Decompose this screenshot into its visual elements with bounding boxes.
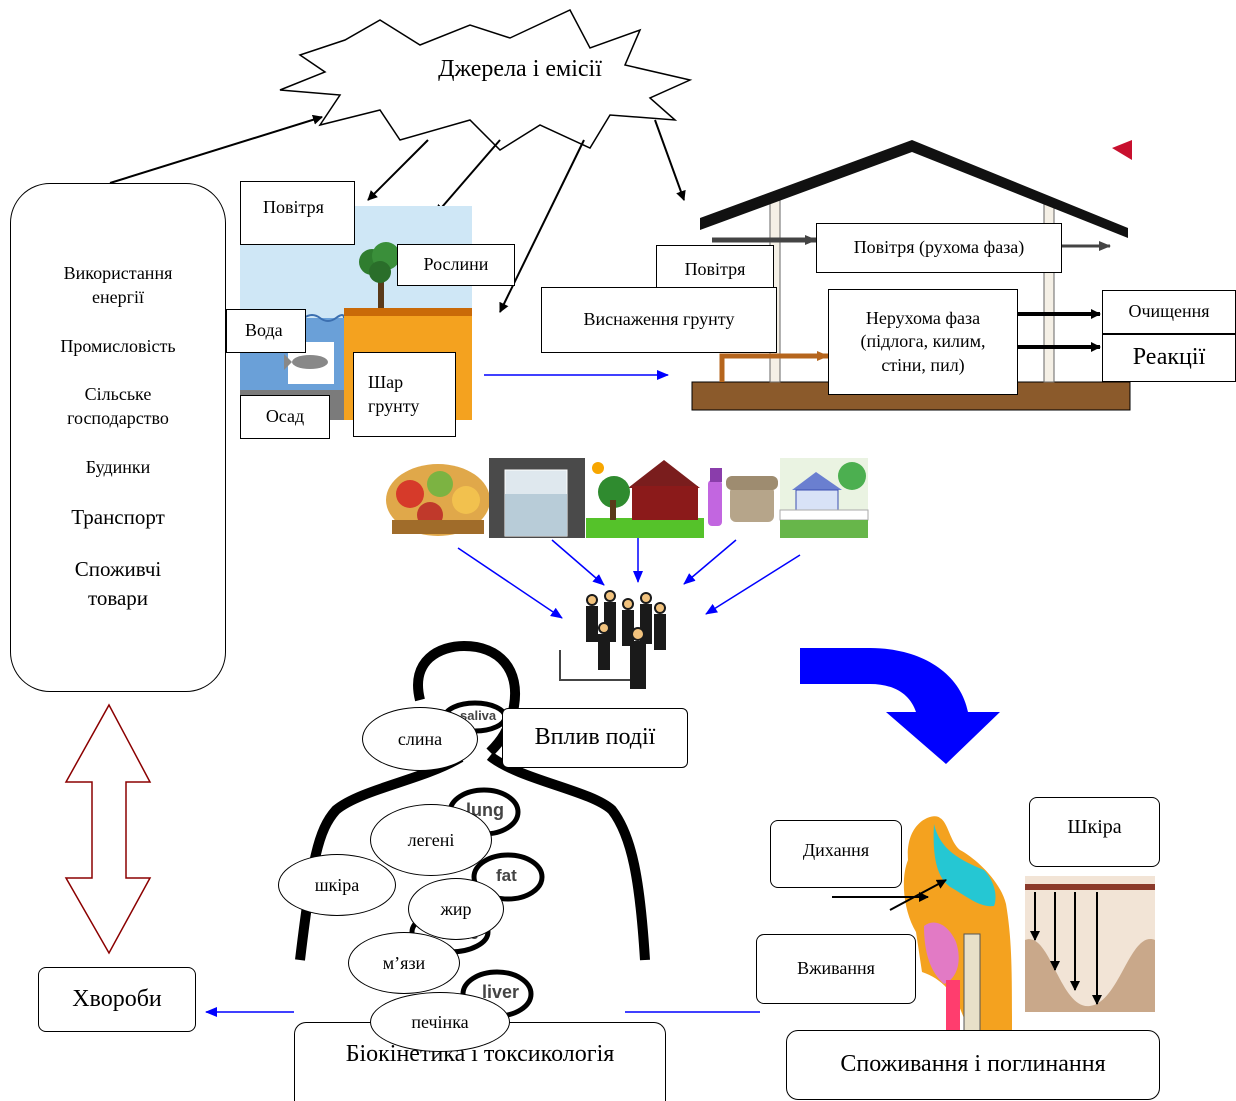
source-buildings: Будинки bbox=[85, 456, 151, 477]
house-reactions-label: Реакції bbox=[1102, 334, 1236, 382]
organ-fat: жир bbox=[408, 878, 504, 940]
diseases-label: Хвороби bbox=[38, 967, 196, 1032]
env-plants-label: Рослини bbox=[397, 244, 515, 286]
double-arrow-panel-diseases bbox=[64, 703, 152, 955]
source-industry: Промисловість bbox=[60, 335, 176, 356]
arrow-food-to-people bbox=[457, 547, 563, 619]
house-cleaning-label: Очищення bbox=[1102, 290, 1236, 334]
source-consumer-goods: Споживчі товари bbox=[74, 557, 162, 610]
head-cross-section bbox=[903, 816, 1012, 1033]
arrow-to-house bbox=[654, 119, 686, 201]
arrow-sources-from-panel bbox=[109, 114, 323, 184]
arrow-to-air bbox=[367, 139, 429, 201]
house-fence-picture bbox=[779, 458, 869, 538]
house-garden-picture bbox=[586, 458, 704, 538]
cleaner-armchair-picture bbox=[708, 468, 778, 526]
uptake-breathing-label: Дихання bbox=[770, 820, 902, 888]
organ-saliva: слина bbox=[362, 707, 478, 771]
env-sediment-label: Осад bbox=[240, 395, 330, 439]
organ-skin: шкіра bbox=[278, 854, 396, 916]
uptake-ingestion-label: Вживання bbox=[756, 934, 916, 1004]
arrow-water-to-people bbox=[551, 539, 605, 586]
sources-starburst bbox=[279, 9, 693, 151]
source-energy: Використання енергії bbox=[63, 263, 173, 308]
underlay-fat: fat bbox=[496, 866, 517, 885]
env-air-label: Повітря bbox=[240, 181, 355, 245]
source-agriculture: Сільське господарство bbox=[67, 383, 169, 429]
underlay-saliva: saliva bbox=[460, 708, 497, 723]
house-air-outside-label: Повітря bbox=[656, 245, 774, 295]
uptake-title-box: Споживання і поглинання bbox=[786, 1030, 1160, 1100]
exposure-label: Вплив події bbox=[502, 708, 688, 768]
env-soil-layer-label: Шар грунту bbox=[353, 352, 456, 437]
skin-cross-section bbox=[1025, 876, 1155, 1012]
uptake-skin-label: Шкіра bbox=[1029, 797, 1160, 867]
house-soil-depletion-label: Виснаження грунту bbox=[541, 287, 777, 353]
arrow-armchair-to-people bbox=[683, 539, 737, 585]
arrow-to-plants bbox=[435, 139, 501, 215]
arrow-into-nose bbox=[889, 879, 947, 911]
big-turn-arrow bbox=[800, 648, 1000, 764]
food-basket-picture bbox=[386, 464, 490, 536]
source-transport: Транспорт bbox=[71, 504, 165, 529]
underlay-liver: liver bbox=[482, 982, 520, 1002]
sources-panel: Використання енергії Промисловість Сільс… bbox=[10, 183, 226, 692]
organ-lungs: легені bbox=[370, 804, 492, 876]
organ-muscles: м’язи bbox=[348, 932, 460, 994]
water-glass-picture bbox=[489, 458, 585, 538]
sources-title: Джерела і емісії bbox=[438, 56, 602, 82]
people-group-picture bbox=[559, 590, 666, 689]
house-stationary-label: Нерухома фаза (підлога, килим, стіни, пи… bbox=[828, 289, 1018, 395]
arrow-house-to-people bbox=[705, 554, 801, 615]
env-water-label: Вода bbox=[226, 309, 306, 353]
house-air-mobile-label: Повітря (рухома фаза) bbox=[816, 223, 1062, 273]
organ-liver: печінка bbox=[370, 992, 510, 1052]
